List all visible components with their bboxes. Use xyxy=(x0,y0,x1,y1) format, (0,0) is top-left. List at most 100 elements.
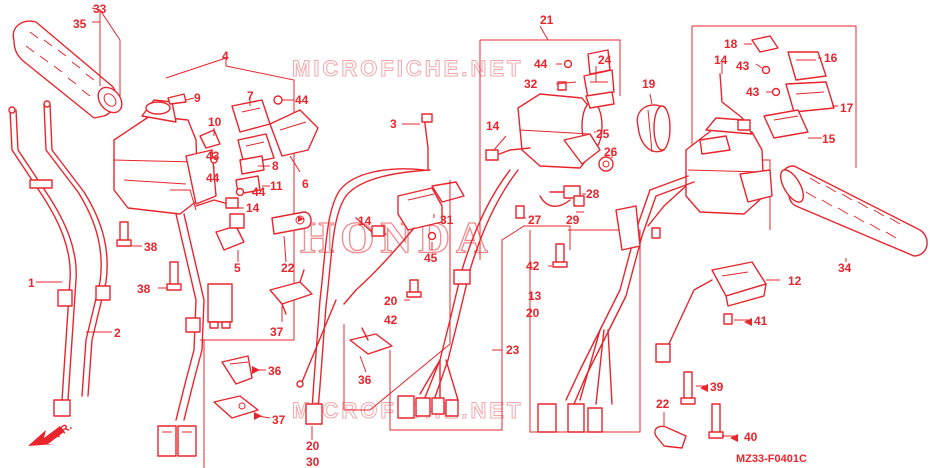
wire-from-31 xyxy=(343,227,415,305)
callout-35: 35 xyxy=(73,17,87,31)
diagram-code: MZ33-F0401C xyxy=(736,453,807,465)
callout-38-a: 38 xyxy=(144,240,158,254)
part-15 xyxy=(763,109,809,139)
part-14-center xyxy=(355,217,387,237)
callout-36-b: 36 xyxy=(358,373,372,387)
leaders-center-left xyxy=(311,123,435,440)
callout-3: 3 xyxy=(390,117,397,131)
callout-36-a: 36 xyxy=(268,364,282,378)
callout-44-a: 44 xyxy=(295,93,309,107)
group-frame-4 xyxy=(165,57,295,468)
clip-37-upper xyxy=(269,269,313,315)
callout-32: 32 xyxy=(524,77,538,91)
callout-42-b: 42 xyxy=(526,259,540,273)
callout-15: 15 xyxy=(822,132,836,146)
callout-44-c: 44 xyxy=(252,185,266,199)
part-14-right-b xyxy=(719,73,751,131)
site-watermark-top: MICROFICHE.NET xyxy=(292,56,523,81)
leaders-clamps-left xyxy=(252,235,287,419)
center-cable-20-30 xyxy=(296,168,431,425)
callout-41: 41 xyxy=(754,314,768,328)
callout-43-a: 43 xyxy=(206,149,220,163)
part-7 xyxy=(231,99,275,165)
switch-12 xyxy=(655,261,767,363)
bolt-38-lower xyxy=(166,261,182,291)
clamp-22-right xyxy=(654,425,687,449)
bolt-40 xyxy=(708,403,724,439)
callout-23: 23 xyxy=(506,343,520,357)
left-housing-wire-harness xyxy=(157,213,233,457)
callout-25: 25 xyxy=(596,127,610,141)
callout-20-b: 20 xyxy=(306,439,320,453)
callout-37-b: 37 xyxy=(272,413,286,427)
callout-1: 1 xyxy=(28,276,35,290)
callout-labels: 33 35 4 9 7 44 10 43 8 44 11 44 6 14 5 3… xyxy=(28,2,854,468)
leaders-group-4 xyxy=(185,97,301,262)
leaders-group-13 xyxy=(548,43,838,267)
switch-unit-31 xyxy=(397,181,465,231)
callout-14-d: 14 xyxy=(714,53,728,67)
bolt-39 xyxy=(680,371,696,405)
part-18 xyxy=(751,35,779,53)
group-frame-21 xyxy=(479,25,621,260)
callout-5: 5 xyxy=(234,261,241,275)
front-direction-arrow: FR. xyxy=(28,420,74,446)
screw-27 xyxy=(515,205,525,219)
left-switch-housing xyxy=(113,99,217,215)
part-29 xyxy=(539,195,585,207)
right-switch-housing-13 xyxy=(685,117,773,215)
part-3-connector xyxy=(421,113,433,171)
callout-33: 33 xyxy=(93,2,107,16)
leaders-lower-right xyxy=(663,279,780,437)
callout-14-b: 14 xyxy=(358,214,372,228)
callout-10: 10 xyxy=(208,115,222,129)
callout-16: 16 xyxy=(824,51,838,65)
screw-45 xyxy=(427,231,437,241)
part-16 xyxy=(787,51,827,81)
leaders-group-21 xyxy=(389,63,613,431)
callout-40: 40 xyxy=(744,430,758,444)
callout-9: 9 xyxy=(194,91,201,105)
callout-44-d: 44 xyxy=(534,57,548,71)
callout-45: 45 xyxy=(424,251,438,265)
part-43-left xyxy=(210,156,218,164)
screw-44-right xyxy=(563,59,573,69)
callout-43-b: 43 xyxy=(736,59,750,73)
callout-24: 24 xyxy=(598,53,612,67)
callout-14-c: 14 xyxy=(486,119,500,133)
screw-44-b xyxy=(235,187,245,197)
callout-22-b: 22 xyxy=(656,397,670,411)
callout-22-a: 22 xyxy=(281,261,295,275)
bolt-42-center xyxy=(406,279,422,298)
right-grip-34 xyxy=(779,165,928,257)
callout-19: 19 xyxy=(642,77,656,91)
callout-20-a: 20 xyxy=(384,294,398,308)
callout-30: 30 xyxy=(306,455,320,468)
callout-4: 4 xyxy=(222,49,229,63)
harness-23 xyxy=(397,169,519,419)
part-8 xyxy=(239,155,265,175)
harness-13-20 xyxy=(537,175,695,433)
callout-6: 6 xyxy=(302,177,309,191)
callout-27: 27 xyxy=(528,213,542,227)
callout-39: 39 xyxy=(710,380,724,394)
callout-44-b: 44 xyxy=(206,171,220,185)
clamp-22-left xyxy=(271,211,312,235)
clip-37-lower xyxy=(213,395,259,419)
callout-11: 11 xyxy=(270,179,283,193)
right-switch-housing-21 xyxy=(517,93,603,169)
clamp-36-left xyxy=(221,355,253,385)
part-9 xyxy=(167,93,187,105)
callout-28: 28 xyxy=(586,187,600,201)
bolt-42-right xyxy=(552,243,568,268)
callout-8: 8 xyxy=(272,159,279,173)
callout-2: 2 xyxy=(114,326,121,340)
part-10 xyxy=(199,129,221,149)
callout-43-c: 43 xyxy=(746,85,760,99)
callout-42-a: 42 xyxy=(384,313,398,327)
callout-14-a: 14 xyxy=(246,201,260,215)
part-17 xyxy=(785,81,835,113)
callout-37-a: 37 xyxy=(270,325,284,339)
